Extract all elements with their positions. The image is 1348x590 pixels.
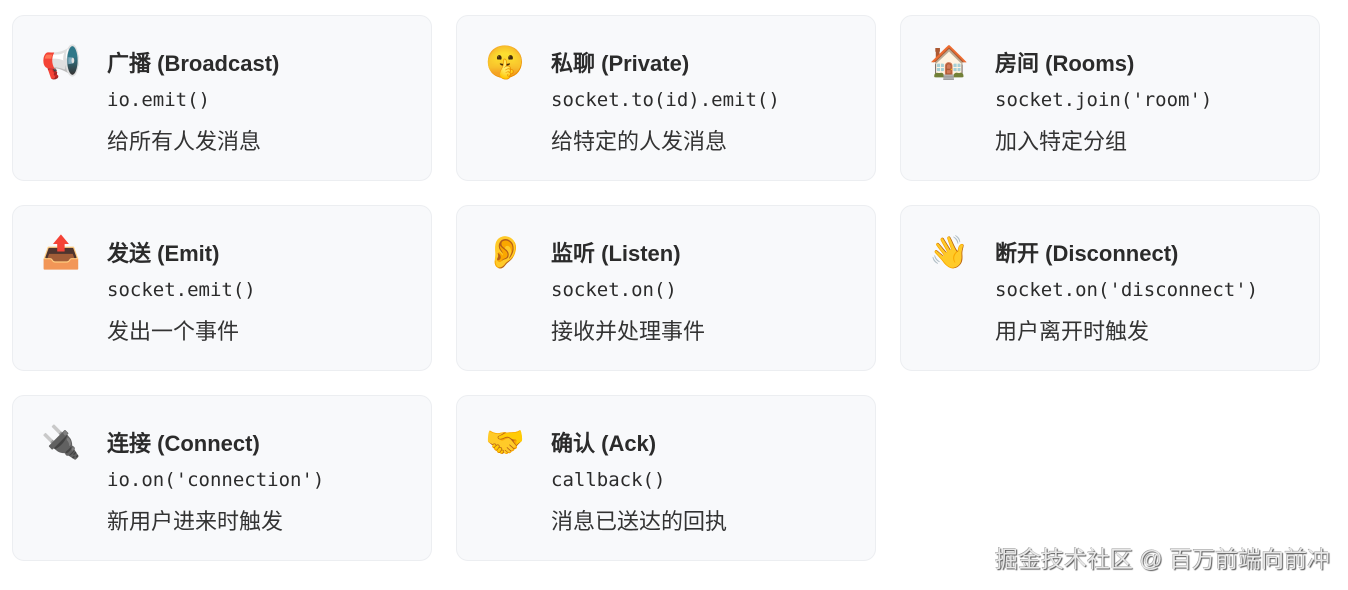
ear-icon: 👂 xyxy=(485,234,525,270)
card-title: 连接 (Connect) xyxy=(107,431,260,456)
card-title: 发送 (Emit) xyxy=(107,241,220,266)
card-code: socket.emit() xyxy=(107,279,256,301)
concept-card-grid: 📢 广播 (Broadcast) io.emit() 给所有人发消息 🤫 私聊 … xyxy=(12,15,1320,561)
card-code: io.on('connection') xyxy=(107,469,325,491)
megaphone-icon: 📢 xyxy=(41,44,81,80)
card-description: 给特定的人发消息 xyxy=(551,129,728,154)
card-private: 🤫 私聊 (Private) socket.to(id).emit() 给特定的… xyxy=(456,15,876,181)
card-title: 广播 (Broadcast) xyxy=(107,51,280,76)
outbox-tray-icon: 📤 xyxy=(41,234,81,270)
card-disconnect: 👋 断开 (Disconnect) socket.on('disconnect'… xyxy=(900,205,1320,371)
watermark: 掘金技术社区 @ 百万前端向前冲 xyxy=(994,546,1330,572)
card-title: 房间 (Rooms) xyxy=(995,51,1135,76)
card-title: 监听 (Listen) xyxy=(551,241,681,266)
handshake-icon: 🤝 xyxy=(485,424,525,460)
card-description: 接收并处理事件 xyxy=(551,319,706,344)
card-title: 私聊 (Private) xyxy=(551,51,690,76)
card-description: 给所有人发消息 xyxy=(107,129,262,154)
card-description: 加入特定分组 xyxy=(995,129,1128,154)
card-title: 断开 (Disconnect) xyxy=(995,241,1179,266)
card-ack: 🤝 确认 (Ack) callback() 消息已送达的回执 xyxy=(456,395,876,561)
card-code: callback() xyxy=(551,469,666,491)
card-listen: 👂 监听 (Listen) socket.on() 接收并处理事件 xyxy=(456,205,876,371)
house-icon: 🏠 xyxy=(929,44,969,80)
card-description: 发出一个事件 xyxy=(107,319,240,344)
card-description: 用户离开时触发 xyxy=(995,319,1150,344)
card-rooms: 🏠 房间 (Rooms) socket.join('room') 加入特定分组 xyxy=(900,15,1320,181)
card-description: 新用户进来时触发 xyxy=(107,509,284,534)
card-code: socket.to(id).emit() xyxy=(551,89,780,111)
card-code: socket.on() xyxy=(551,279,677,301)
card-broadcast: 📢 广播 (Broadcast) io.emit() 给所有人发消息 xyxy=(12,15,432,181)
card-code: socket.on('disconnect') xyxy=(995,279,1259,301)
card-code: socket.join('room') xyxy=(995,89,1213,111)
waving-hand-icon: 👋 xyxy=(929,234,969,270)
card-description: 消息已送达的回执 xyxy=(551,509,728,534)
card-title: 确认 (Ack) xyxy=(551,431,657,456)
electric-plug-icon: 🔌 xyxy=(41,424,81,460)
card-connect: 🔌 连接 (Connect) io.on('connection') 新用户进来… xyxy=(12,395,432,561)
card-code: io.emit() xyxy=(107,89,210,111)
shushing-face-icon: 🤫 xyxy=(485,44,525,80)
card-emit: 📤 发送 (Emit) socket.emit() 发出一个事件 xyxy=(12,205,432,371)
